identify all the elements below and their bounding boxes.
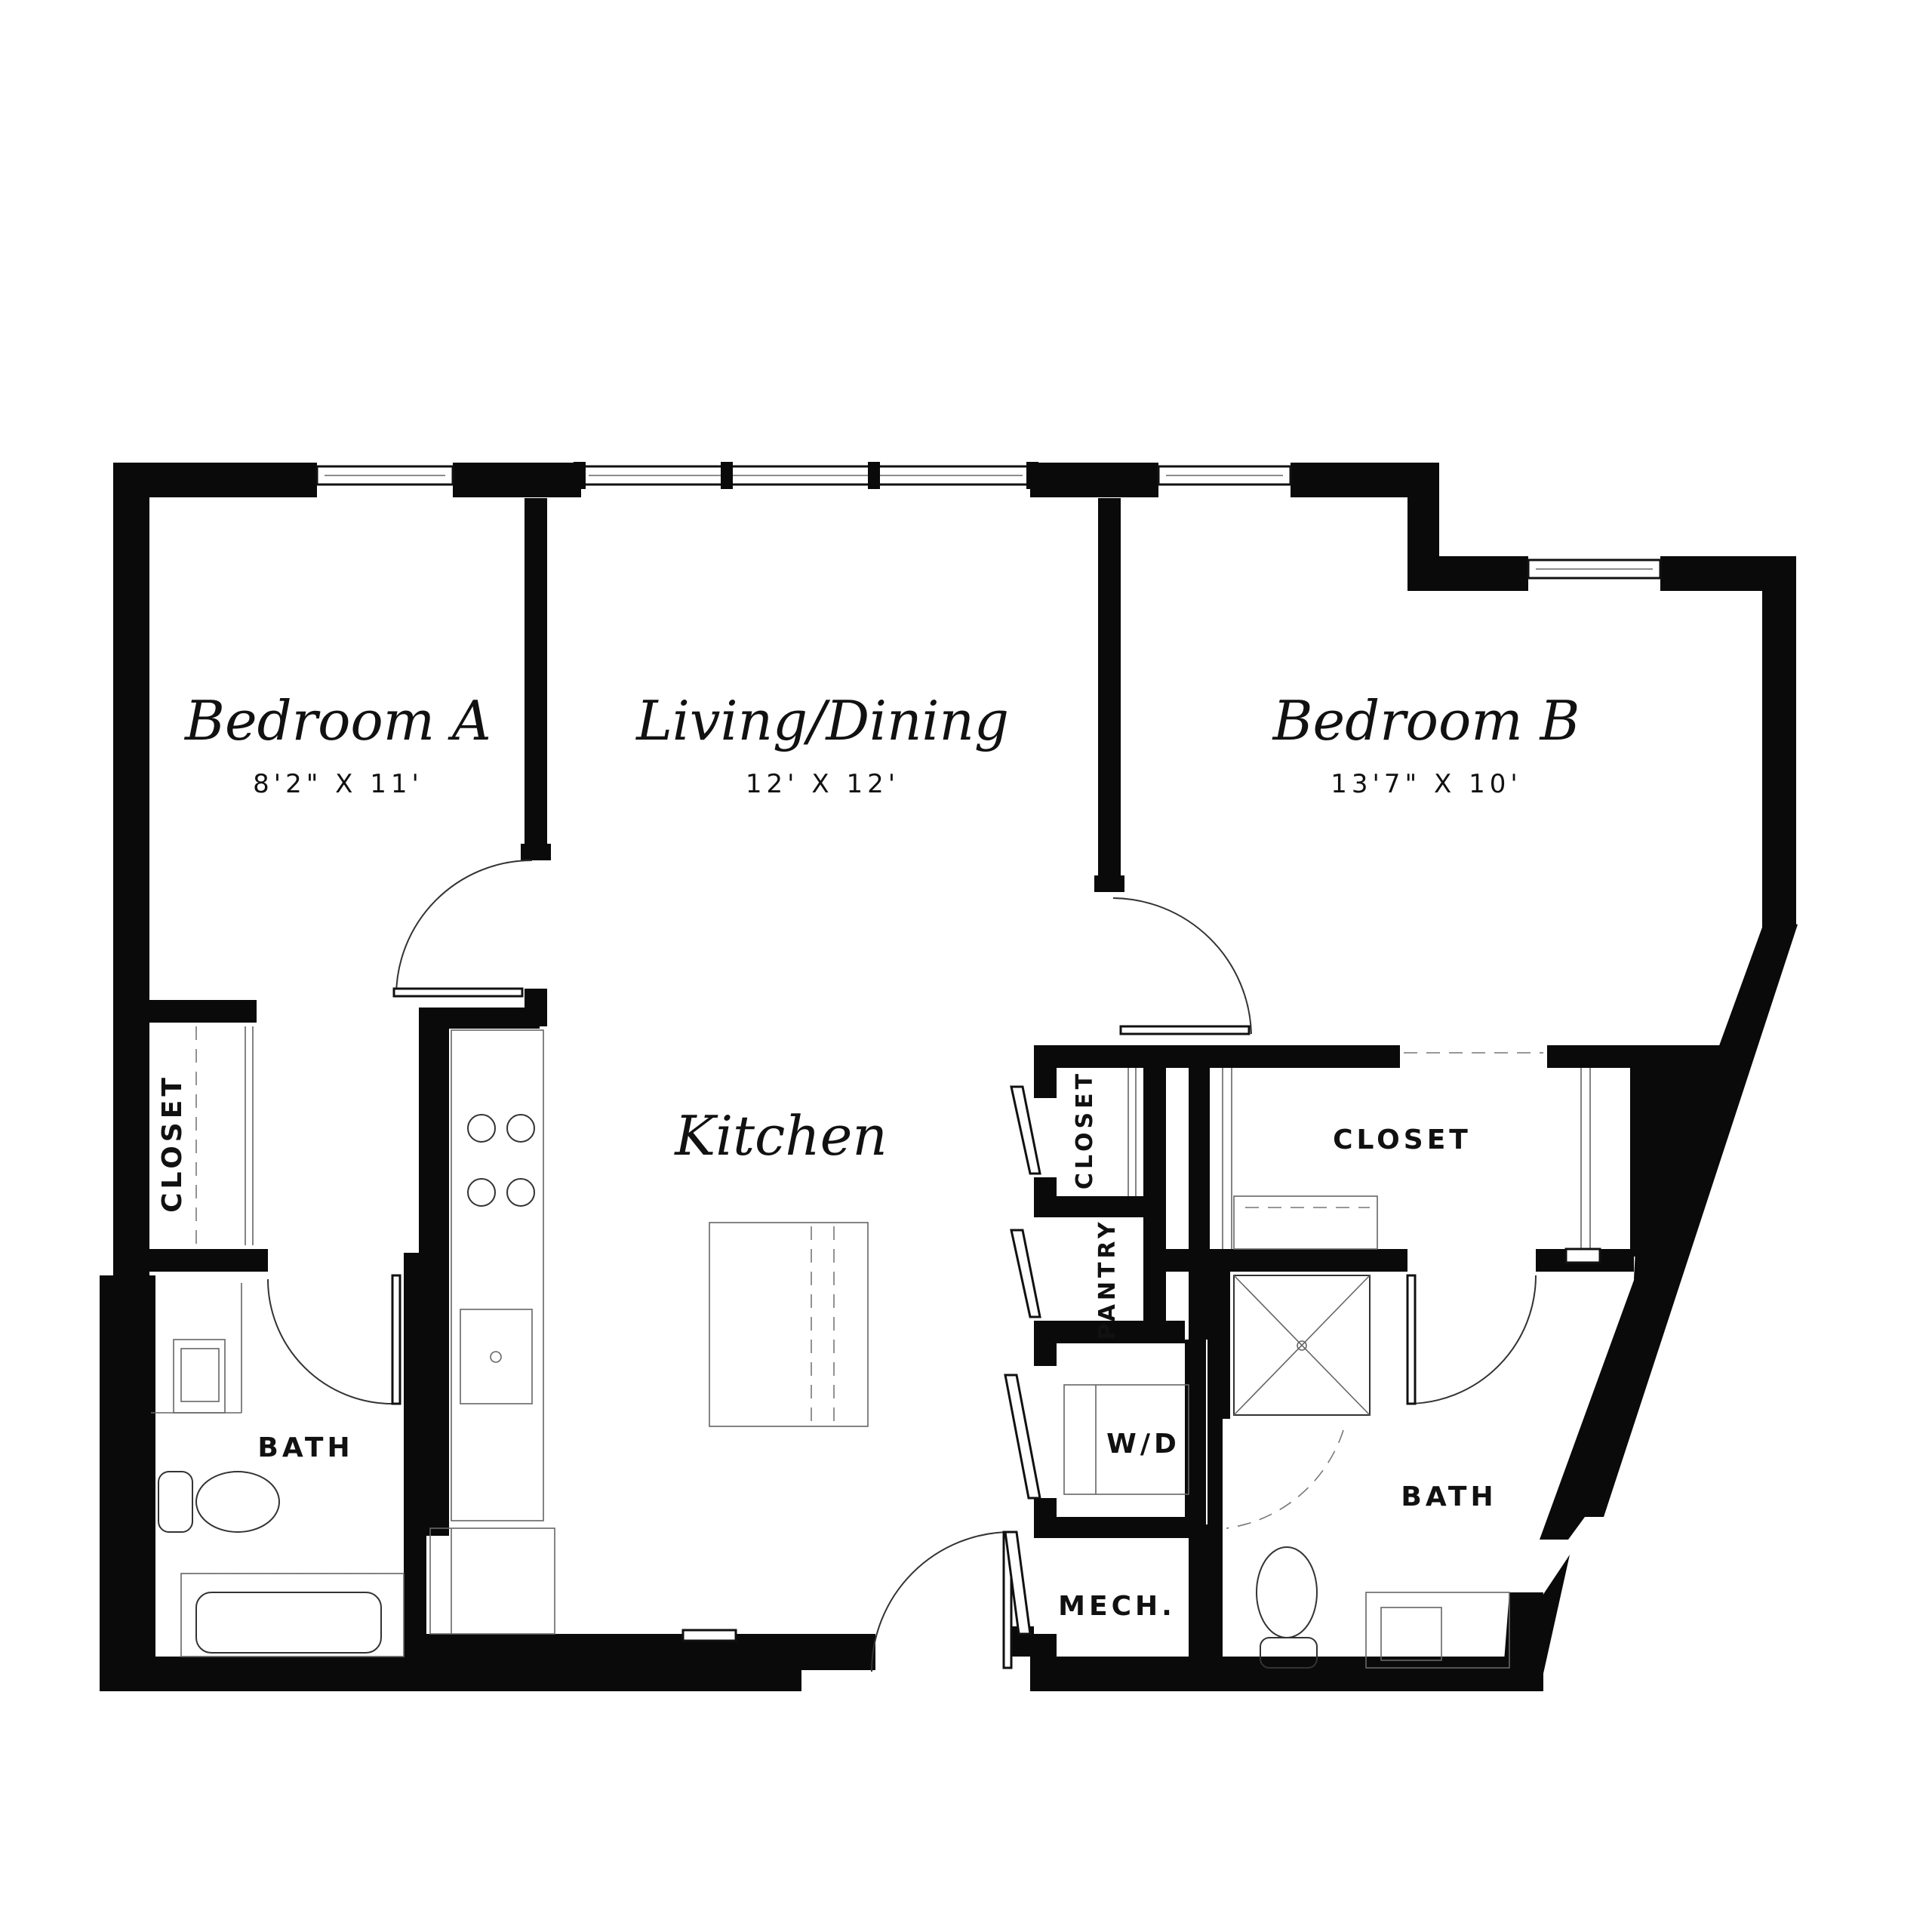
pantry-label: PANTRY bbox=[1094, 1218, 1121, 1340]
bath-b-label: BATH bbox=[1401, 1481, 1497, 1512]
windows bbox=[315, 462, 1662, 580]
closet-b-label: CLOSET bbox=[1333, 1124, 1472, 1155]
living-dining-dims: 12' X 12' bbox=[746, 769, 900, 799]
kitchen-title: Kitchen bbox=[673, 1104, 887, 1168]
bedroom-a-dims: 8'2" X 11' bbox=[253, 769, 423, 799]
fixtures bbox=[151, 1026, 1601, 1669]
wd-label: W/D bbox=[1106, 1429, 1180, 1460]
exterior-walls bbox=[100, 463, 1798, 1691]
hall-closet-label: CLOSET bbox=[1072, 1070, 1098, 1189]
living-dining-title: Living/Dining bbox=[635, 689, 1009, 752]
door-swings bbox=[267, 860, 1537, 1672]
bedroom-b-dims: 13'7" X 10' bbox=[1331, 769, 1521, 799]
bath-a-label: BATH bbox=[257, 1432, 353, 1463]
mech-label: MECH. bbox=[1058, 1591, 1176, 1622]
closet-a-label: CLOSET bbox=[157, 1074, 188, 1213]
bedroom-b-title: Bedroom B bbox=[1272, 689, 1580, 752]
bedroom-a-title: Bedroom A bbox=[183, 689, 491, 752]
